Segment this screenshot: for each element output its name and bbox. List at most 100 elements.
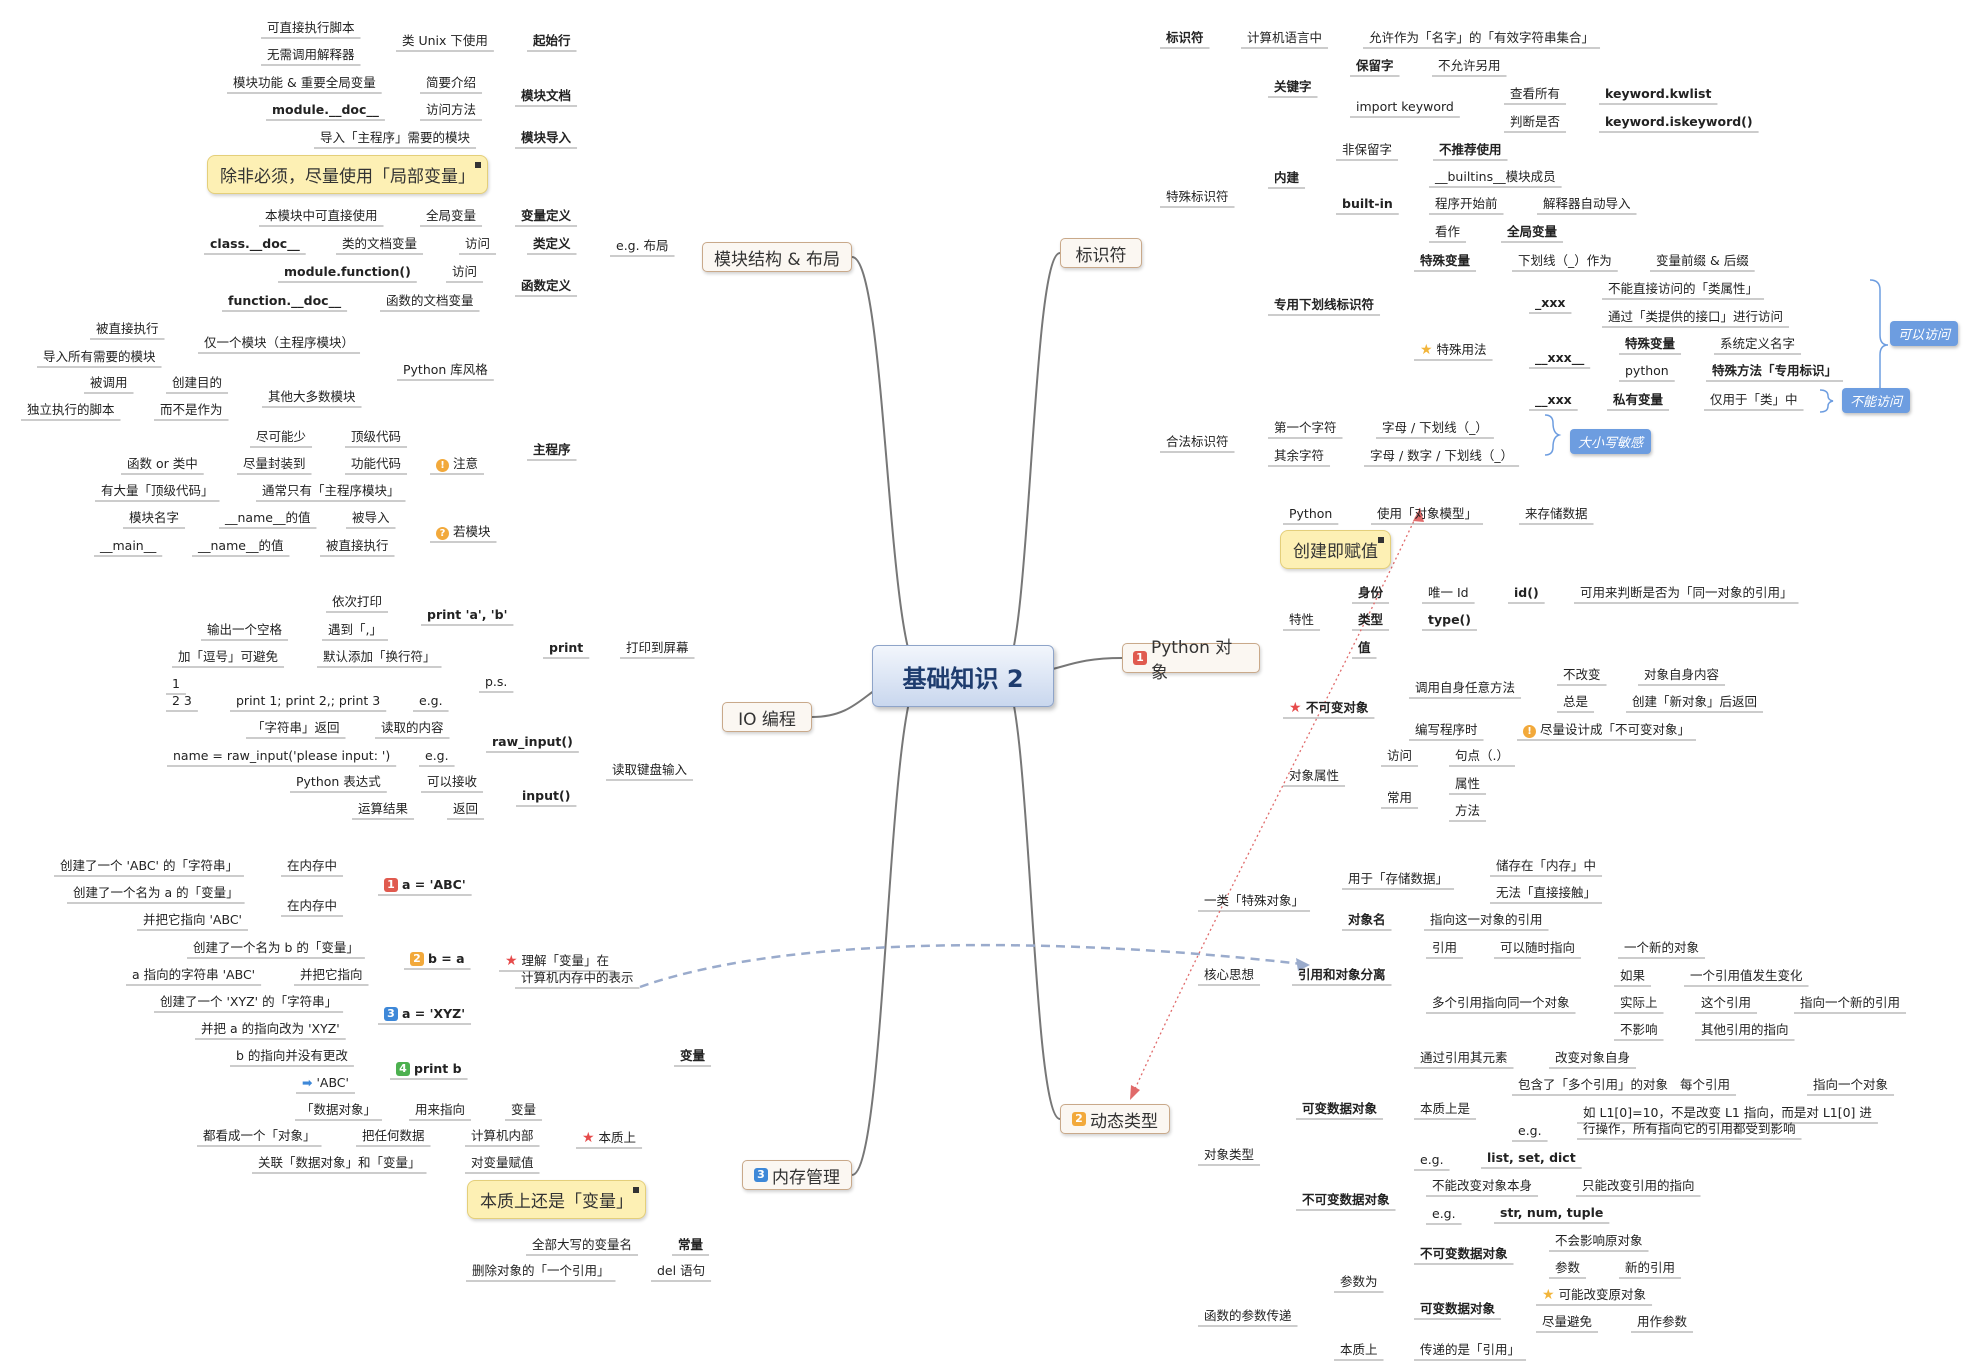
- node[interactable]: 特性: [1289, 612, 1315, 627]
- node[interactable]: 核心思想: [1204, 967, 1255, 982]
- node[interactable]: p.s.: [485, 674, 508, 689]
- node[interactable]: import keyword: [1356, 99, 1454, 114]
- node[interactable]: 用作参数: [1637, 1314, 1688, 1329]
- node[interactable]: 身份: [1358, 585, 1384, 600]
- node[interactable]: 常量: [678, 1237, 704, 1252]
- node[interactable]: 访问方法: [426, 102, 477, 117]
- node[interactable]: 参数: [1555, 1260, 1581, 1275]
- node[interactable]: e.g.: [1432, 1206, 1456, 1221]
- node[interactable]: 本质上: [1340, 1342, 1378, 1357]
- node[interactable]: 「数据对象」: [301, 1102, 377, 1117]
- node[interactable]: ★ 本质上: [582, 1130, 636, 1146]
- node[interactable]: 允许作为「名字」的「有效字符串集合」: [1369, 30, 1595, 45]
- node[interactable]: 运算结果: [358, 801, 409, 816]
- node[interactable]: 引用: [1432, 940, 1458, 955]
- node[interactable]: 变量: [680, 1048, 706, 1063]
- node[interactable]: 私有变量: [1613, 392, 1664, 407]
- node[interactable]: 其余字符: [1274, 448, 1325, 463]
- node[interactable]: Python 表达式: [296, 774, 381, 789]
- node[interactable]: 输出一个空格: [207, 622, 283, 637]
- node[interactable]: 合法标识符: [1166, 434, 1229, 449]
- node[interactable]: 加「逗号」可避免: [178, 649, 279, 664]
- node[interactable]: 引用和对象分离: [1298, 967, 1386, 982]
- node[interactable]: 返回: [453, 801, 479, 816]
- node[interactable]: 内建: [1274, 170, 1300, 185]
- node[interactable]: 特殊方法「专用标识」: [1712, 363, 1838, 378]
- node[interactable]: 对象名: [1348, 912, 1386, 927]
- node[interactable]: 专用下划线标识符: [1274, 297, 1375, 312]
- node[interactable]: 关键字: [1274, 79, 1312, 94]
- node[interactable]: __builtins__模块成员: [1435, 169, 1556, 184]
- node[interactable]: 类定义: [533, 236, 571, 251]
- node[interactable]: raw_input(): [492, 734, 573, 749]
- node[interactable]: 其他大多数模块: [268, 389, 356, 404]
- node[interactable]: module.function(): [284, 264, 411, 279]
- node[interactable]: 判断是否: [1510, 114, 1561, 129]
- node[interactable]: 行操作，所有指向它的引用都受到影响: [1583, 1121, 1796, 1136]
- node[interactable]: del 语句: [657, 1263, 706, 1278]
- node[interactable]: print 'a', 'b': [427, 607, 508, 622]
- node[interactable]: 创建了一个 'XYZ' 的「字符串」: [160, 994, 338, 1009]
- node[interactable]: e.g.: [1518, 1123, 1542, 1138]
- node[interactable]: 在内存中: [287, 898, 338, 913]
- node[interactable]: 值: [1358, 640, 1371, 655]
- node[interactable]: 创建了一个名为 a 的「变量」: [73, 885, 239, 900]
- node[interactable]: 尽量封装到: [243, 456, 306, 471]
- node[interactable]: 通常只有「主程序模块」: [262, 483, 400, 498]
- node[interactable]: 1: [172, 676, 180, 691]
- node[interactable]: 访问: [465, 236, 491, 251]
- node[interactable]: 被直接执行: [96, 321, 159, 336]
- node[interactable]: 特殊标识符: [1166, 189, 1229, 204]
- node[interactable]: 关联「数据对象」和「变量」: [258, 1155, 421, 1170]
- node[interactable]: 看作: [1435, 224, 1461, 239]
- node[interactable]: 方法: [1455, 803, 1481, 818]
- node[interactable]: 全局变量: [1507, 224, 1558, 239]
- node[interactable]: python: [1625, 363, 1669, 378]
- node[interactable]: 属性: [1455, 776, 1481, 791]
- node[interactable]: ★ 特殊用法: [1420, 342, 1487, 358]
- node[interactable]: 第一个字符: [1274, 420, 1337, 435]
- node[interactable]: function.__doc__: [228, 293, 342, 308]
- node[interactable]: 变量前缀 & 后缀: [1656, 253, 1749, 268]
- node[interactable]: 被直接执行: [326, 538, 389, 553]
- node[interactable]: 删除对象的「一个引用」: [472, 1263, 610, 1278]
- node[interactable]: class.__doc__: [210, 236, 300, 251]
- node[interactable]: 对象属性: [1289, 768, 1340, 783]
- node[interactable]: 参数为: [1340, 1274, 1378, 1289]
- node[interactable]: 可直接执行脚本: [267, 20, 355, 35]
- node[interactable]: 通过引用其元素: [1420, 1050, 1508, 1065]
- node[interactable]: b 的指向并没有更改: [236, 1048, 348, 1063]
- central-topic[interactable]: 基础知识 2: [872, 645, 1054, 707]
- node[interactable]: 创建了一个 'ABC' 的「字符串」: [60, 858, 238, 873]
- node[interactable]: 不会影响原对象: [1555, 1233, 1643, 1248]
- node[interactable]: a 指向的字符串 'ABC': [132, 967, 256, 982]
- node[interactable]: 类型: [1358, 612, 1384, 627]
- node[interactable]: 计算机内存中的表示: [521, 970, 634, 985]
- node[interactable]: 模块导入: [521, 130, 572, 145]
- node[interactable]: ★ 可能改变原对象: [1542, 1287, 1646, 1303]
- node[interactable]: 尽量避免: [1542, 1314, 1593, 1329]
- node[interactable]: 标识符: [1166, 30, 1204, 45]
- node[interactable]: 唯一 Id: [1428, 585, 1469, 600]
- node[interactable]: print 1; print 2,; print 3: [236, 693, 381, 708]
- node[interactable]: 模块文档: [521, 88, 572, 103]
- node[interactable]: built-in: [1342, 196, 1393, 211]
- node[interactable]: 一个引用值发生变化: [1690, 968, 1803, 983]
- node[interactable]: 可以接收: [427, 774, 478, 789]
- node[interactable]: 可用来判断是否为「同一对象的引用」: [1580, 585, 1793, 600]
- node[interactable]: 主程序: [533, 442, 571, 457]
- node[interactable]: 可变数据对象: [1302, 1101, 1378, 1116]
- node[interactable]: 读取的内容: [381, 720, 444, 735]
- node[interactable]: 不影响: [1620, 1022, 1658, 1037]
- node[interactable]: 本模块中可直接使用: [265, 208, 378, 223]
- node[interactable]: 独立执行的脚本: [27, 402, 115, 417]
- node[interactable]: _xxx: [1535, 295, 1566, 310]
- node[interactable]: 一类「特殊对象」: [1204, 893, 1305, 908]
- node[interactable]: 新的引用: [1625, 1260, 1676, 1275]
- branch-identifiers[interactable]: 标识符: [1060, 238, 1142, 268]
- node[interactable]: 2 3: [172, 693, 192, 708]
- node[interactable]: 访问: [1387, 748, 1413, 763]
- node[interactable]: str, num, tuple: [1500, 1205, 1604, 1220]
- node[interactable]: __xxx__: [1535, 350, 1585, 365]
